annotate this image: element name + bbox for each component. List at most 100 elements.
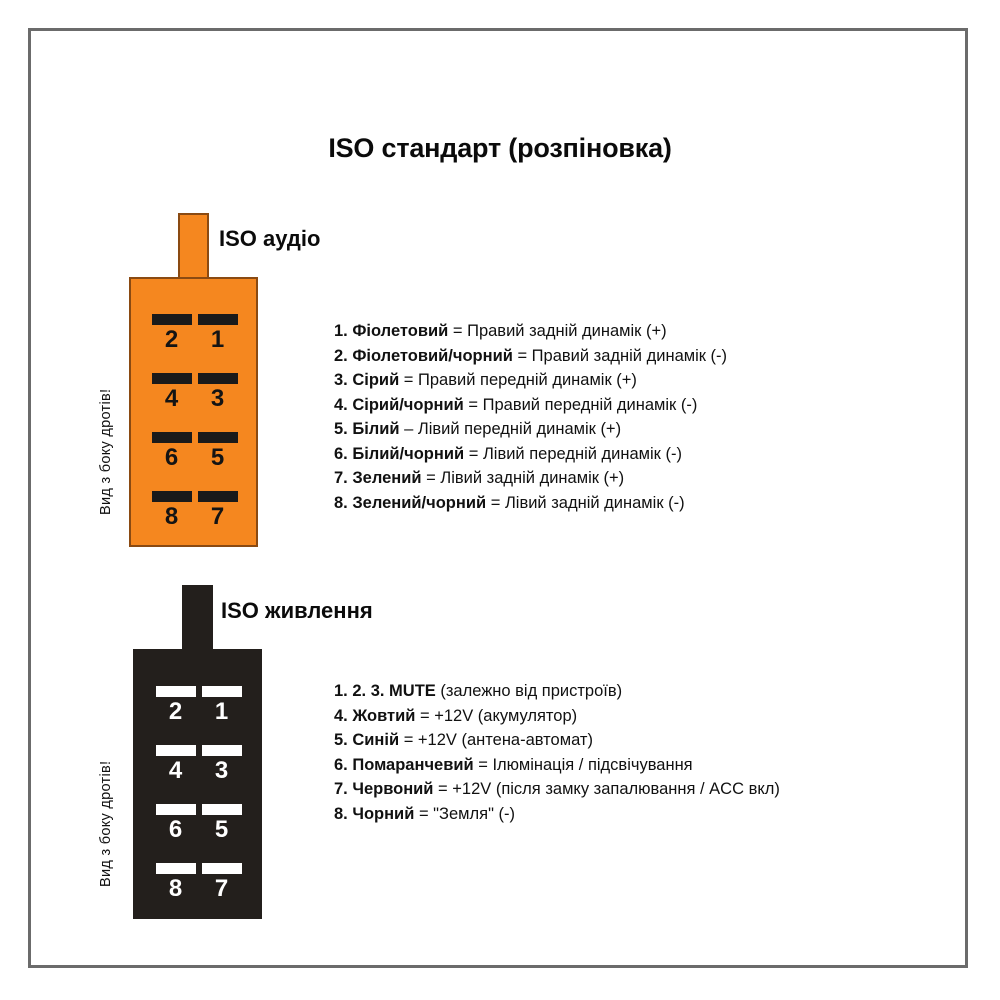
power-legend-value: (залежно від пристроїв) — [435, 682, 623, 700]
iso-audio-connector: 2 1 4 3 6 5 8 — [129, 213, 258, 547]
power-pin-5-slot — [201, 804, 242, 815]
list-item: 6. Помаранчевий = Ілюмінація / підсвічув… — [334, 753, 780, 778]
audio-pin-6-slot — [151, 432, 192, 443]
power-legend-key: 5. Синій — [334, 731, 400, 749]
audio-pin-grid: 2 1 4 3 6 5 8 — [129, 277, 258, 547]
power-pin-6-slot — [155, 804, 196, 815]
audio-pin-1-number: 1 — [210, 326, 225, 353]
list-item: 7. Зелений = Лівий задній динамік (+) — [334, 466, 727, 491]
power-pin-8-number: 8 — [168, 875, 183, 902]
list-item: 3. Сірий = Правий передній динамік (+) — [334, 368, 727, 393]
audio-legend-value: = Лівий задній динамік (+) — [421, 469, 625, 487]
audio-legend-value: = Лівий задній динамік (-) — [486, 493, 685, 512]
audio-legend-value: = Правий передній динамік (-) — [463, 395, 698, 414]
audio-pin-2: 2 — [149, 314, 194, 352]
audio-pin-7-number: 7 — [210, 503, 225, 530]
power-legend-key: 8. Чорний — [334, 804, 415, 823]
audio-pin-2-slot — [151, 314, 192, 325]
power-connector-tab — [182, 585, 213, 651]
power-pin-4: 4 — [153, 745, 198, 783]
audio-pin-6: 6 — [149, 432, 194, 470]
power-pin-7-number: 7 — [214, 875, 229, 902]
power-legend-value: = +12V (після замку запалювання / ACC вк… — [433, 780, 780, 798]
power-pin-grid: 2 1 4 3 6 5 8 — [133, 649, 262, 919]
power-legend-value: = Ілюмінація / підсвічування — [473, 755, 693, 774]
power-pin-8: 8 — [153, 863, 198, 901]
audio-pin-7: 7 — [195, 491, 240, 529]
power-legend-key: 6. Помаранчевий — [334, 755, 474, 774]
power-pin-7-slot — [201, 863, 242, 874]
audio-legend-key: 4. Сірий/чорний — [334, 395, 464, 414]
audio-pin-2-number: 2 — [164, 326, 179, 353]
power-pin-1: 1 — [199, 686, 244, 724]
power-pin-5-number: 5 — [214, 816, 229, 843]
list-item: 5. Білий – Лівий передній динамік (+) — [334, 417, 727, 442]
power-pin-2: 2 — [153, 686, 198, 724]
audio-pin-8-slot — [151, 491, 192, 502]
audio-legend-key: 8. Зелений/чорний — [334, 493, 487, 512]
iso-audio-heading: ISO аудіо — [219, 226, 321, 251]
power-pin-6-number: 6 — [168, 816, 183, 843]
power-legend-value: = +12V (антена-автомат) — [399, 731, 593, 749]
list-item: 8. Зелений/чорний = Лівий задній динамік… — [334, 491, 727, 516]
power-pin-3-number: 3 — [214, 757, 229, 784]
iso-power-connector: 2 1 4 3 6 5 8 — [133, 585, 262, 919]
audio-pin-4-slot — [151, 373, 192, 384]
list-item: 8. Чорний = "Земля" (-) — [334, 802, 780, 827]
power-pin-1-slot — [201, 686, 242, 697]
power-pin-2-number: 2 — [168, 698, 183, 725]
iso-power-heading: ISO живлення — [221, 598, 373, 623]
power-pin-4-number: 4 — [168, 757, 183, 784]
audio-pin-6-number: 6 — [164, 444, 179, 471]
power-pin-4-slot — [155, 745, 196, 756]
audio-legend-value: = Правий задній динамік (-) — [512, 346, 728, 365]
audio-pin-8: 8 — [149, 491, 194, 529]
power-pin-5: 5 — [199, 804, 244, 842]
list-item: 6. Білий/чорний = Лівий передній динамік… — [334, 442, 727, 467]
list-item: 1. 2. 3. MUTE (залежно від пристроїв) — [334, 679, 780, 704]
audio-connector-tab — [178, 213, 209, 279]
list-item: 5. Синій = +12V (антена-автомат) — [334, 728, 780, 753]
list-item: 4. Жовтий = +12V (акумулятор) — [334, 704, 780, 729]
audio-legend-key: 3. Сірий — [334, 371, 400, 389]
audio-pin-3-slot — [197, 373, 238, 384]
power-pin-1-number: 1 — [214, 698, 229, 725]
iso-power-legend: 1. 2. 3. MUTE (залежно від пристроїв) 4.… — [334, 679, 780, 826]
audio-legend-key: 6. Білий/чорний — [334, 444, 465, 463]
iso-audio-legend: 1. Фіолетовий = Правий задній динамік (+… — [334, 319, 727, 515]
audio-pin-1: 1 — [195, 314, 240, 352]
audio-pin-3: 3 — [195, 373, 240, 411]
audio-legend-key: 1. Фіолетовий — [334, 322, 449, 340]
power-pin-6: 6 — [153, 804, 198, 842]
power-pin-7: 7 — [199, 863, 244, 901]
audio-pin-7-slot — [197, 491, 238, 502]
page-title: ISO стандарт (розпіновка) — [328, 133, 672, 163]
power-side-note: Вид з боку дротів! — [98, 760, 114, 887]
audio-legend-value: = Правий задній динамік (+) — [448, 322, 667, 340]
audio-pin-4-number: 4 — [164, 385, 179, 412]
audio-legend-value: = Лівий передній динамік (-) — [464, 444, 682, 463]
audio-legend-key: 5. Білий — [334, 420, 400, 438]
power-pin-2-slot — [155, 686, 196, 697]
audio-pin-1-slot — [197, 314, 238, 325]
power-pin-3: 3 — [199, 745, 244, 783]
list-item: 2. Фіолетовий/чорний = Правий задній дин… — [334, 344, 727, 369]
audio-legend-key: 7. Зелений — [334, 469, 422, 487]
audio-pin-4: 4 — [149, 373, 194, 411]
audio-legend-key: 2. Фіолетовий/чорний — [334, 346, 513, 365]
power-pin-3-slot — [201, 745, 242, 756]
power-legend-key: 7. Червоний — [334, 780, 434, 798]
audio-pin-5-number: 5 — [210, 444, 225, 471]
power-legend-key: 1. 2. 3. MUTE — [334, 682, 436, 700]
list-item: 4. Сірий/чорний = Правий передній динамі… — [334, 393, 727, 418]
list-item: 1. Фіолетовий = Правий задній динамік (+… — [334, 319, 727, 344]
audio-pin-5: 5 — [195, 432, 240, 470]
audio-legend-value: = Правий передній динамік (+) — [399, 371, 637, 389]
power-legend-key: 4. Жовтий — [334, 706, 416, 725]
audio-legend-value: – Лівий передній динамік (+) — [399, 420, 622, 438]
audio-pin-5-slot — [197, 432, 238, 443]
power-pin-8-slot — [155, 863, 196, 874]
audio-pin-3-number: 3 — [210, 385, 225, 412]
